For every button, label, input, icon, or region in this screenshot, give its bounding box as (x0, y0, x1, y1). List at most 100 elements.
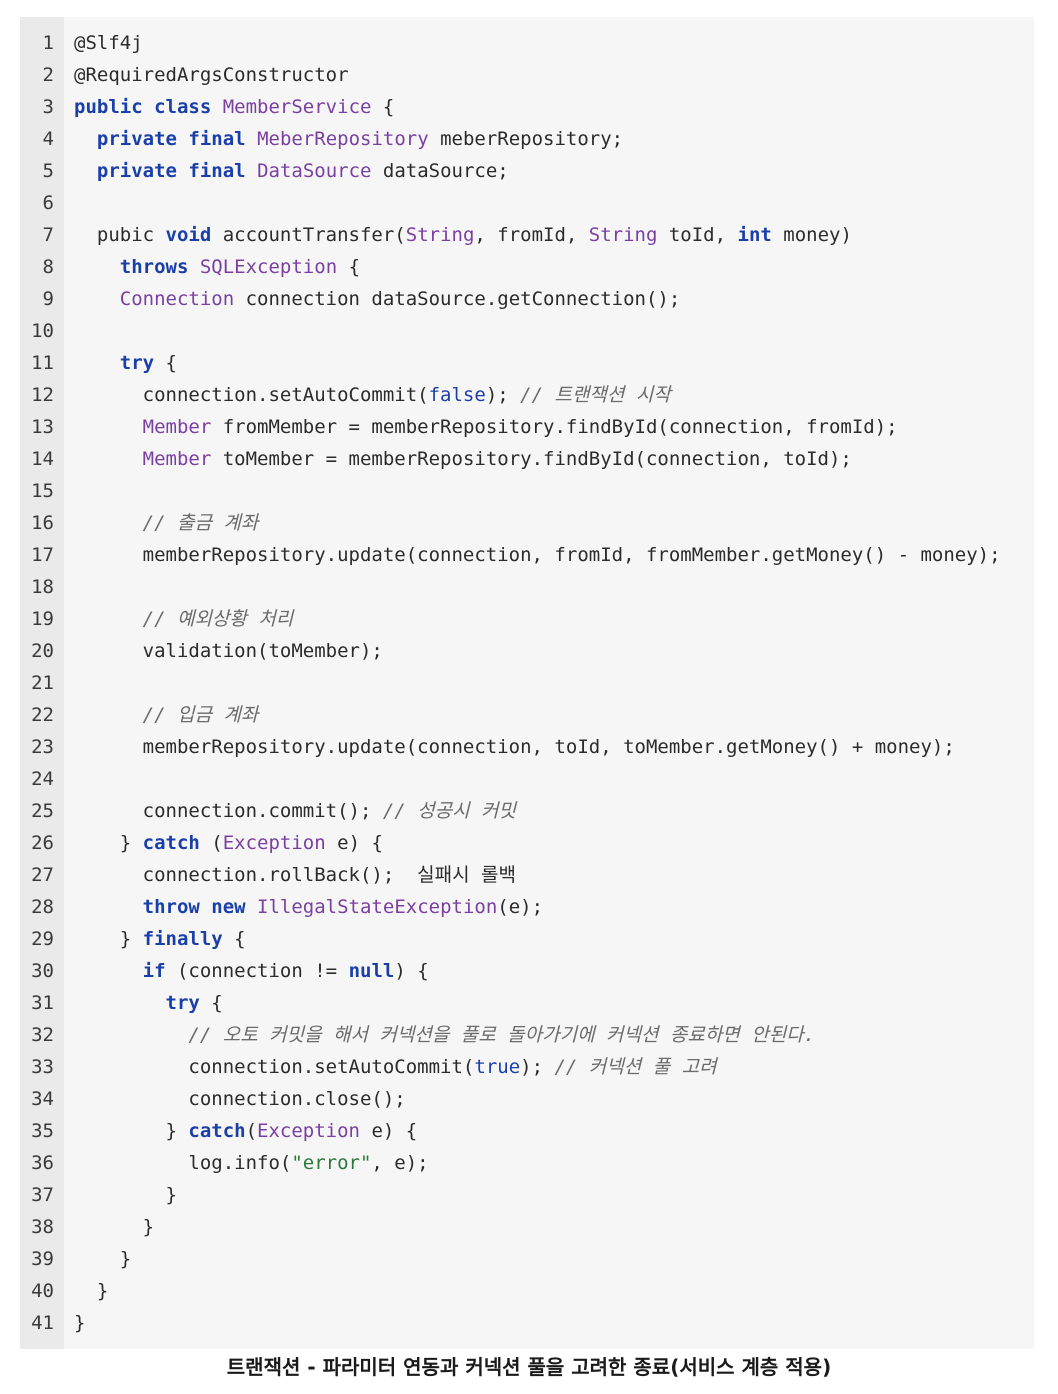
code-token: IllegalStateException (257, 896, 498, 918)
code-token: // 성공시 커밋 (382, 800, 517, 822)
code-token (74, 896, 143, 918)
code-token: , e); (371, 1152, 429, 1174)
code-text: connection.setAutoCommit(false); // 트랜잭션… (74, 379, 671, 411)
code-token: null (348, 960, 395, 982)
code-token (74, 512, 143, 534)
line-number: 18 (31, 576, 54, 598)
code-text: validation(toMember); (74, 635, 383, 667)
code-token: Exception (257, 1120, 360, 1142)
line-number: 17 (31, 544, 54, 566)
line-number: 12 (31, 384, 54, 406)
code-token: MemberService (222, 96, 372, 118)
code-token: void (165, 224, 212, 246)
code-token: connection.setAutoCommit( (74, 1056, 475, 1078)
line-number: 3 (42, 96, 54, 118)
code-token (188, 256, 199, 278)
code-token: catch (142, 832, 200, 854)
code-token: } (74, 1120, 189, 1142)
code-token: String (588, 224, 658, 246)
code-token: throws (119, 256, 189, 278)
code-token (74, 128, 97, 150)
line-number: 2 (42, 64, 54, 86)
line-number: 25 (31, 800, 54, 822)
code-token: pubic (74, 224, 166, 246)
code-token: ); (485, 384, 521, 406)
code-token: private final (96, 128, 246, 150)
code-token: money) (771, 224, 852, 246)
code-text: @RequiredArgsConstructor (74, 59, 349, 91)
code-token: Member (142, 416, 212, 438)
code-token (74, 160, 97, 182)
code-token: log.info( (74, 1152, 292, 1174)
code-text: throw new IllegalStateException(e); (74, 891, 543, 923)
code-token: // 예외상황 처리 (142, 608, 294, 630)
code-token: dataSource; (371, 160, 509, 182)
code-token: true (474, 1056, 521, 1078)
line-number: 37 (31, 1184, 54, 1206)
code-text: @Slf4j (74, 27, 143, 59)
code-token: } (74, 928, 143, 950)
code-text: // 입금 계좌 (74, 699, 259, 731)
code-text: private final DataSource dataSource; (74, 155, 509, 187)
line-number-gutter (20, 17, 64, 1349)
line-number: 32 (31, 1024, 54, 1046)
code-token (74, 416, 143, 438)
code-text: Member toMember = memberRepository.findB… (74, 443, 852, 475)
code-text: // 출금 계좌 (74, 507, 259, 539)
code-token (74, 256, 120, 278)
line-number: 26 (31, 832, 54, 854)
code-token: finally (142, 928, 223, 950)
line-number: 41 (31, 1312, 54, 1334)
code-token: Member (142, 448, 212, 470)
code-token: ( (245, 1120, 258, 1142)
code-token: try (119, 352, 155, 374)
line-number: 27 (31, 864, 54, 886)
code-block: 1 @Slf4j 2 @RequiredArgsConstructor 3 public … (20, 17, 1034, 1349)
code-token: connection.setAutoCommit( (74, 384, 429, 406)
code-text: connection.setAutoCommit(true); // 커넥션 풀… (74, 1051, 717, 1083)
line-number: 1 (42, 32, 54, 54)
line-number: 24 (31, 768, 54, 790)
code-token: false (428, 384, 486, 406)
code-token: validation(toMember); (74, 640, 383, 662)
line-number: 15 (31, 480, 54, 502)
code-token: Connection (119, 288, 235, 310)
code-text: throws SQLException { (74, 251, 360, 283)
code-token: connection.commit(); (74, 800, 383, 822)
code-token: Exception (222, 832, 326, 854)
code-token: throw new (142, 896, 246, 918)
line-number: 33 (31, 1056, 54, 1078)
code-token: // 커넥션 풀 고려 (554, 1056, 717, 1078)
code-token: (connection != (165, 960, 349, 982)
code-text: // 예외상황 처리 (74, 603, 294, 635)
line-number: 8 (42, 256, 54, 278)
code-token: (e); (497, 896, 544, 918)
code-token (246, 128, 257, 150)
code-token: ( (199, 832, 223, 854)
code-text: public class MemberService { (74, 91, 394, 123)
code-token: toId, (657, 224, 738, 246)
line-number: 11 (31, 352, 54, 374)
code-token: // 오토 커밋을 해서 커넥션을 풀로 돌아가기에 커넥션 종료하면 안된다. (188, 1024, 816, 1046)
code-token: private final (96, 160, 246, 182)
code-token: { (371, 96, 395, 118)
code-text: } catch(Exception e) { (74, 1115, 418, 1147)
figure-caption: 트랜잭션 - 파라미터 연동과 커넥션 풀을 고려한 종료(서비스 계층 적용) (226, 1355, 832, 1379)
line-number: 10 (31, 320, 54, 342)
line-number: 14 (31, 448, 54, 470)
code-token: e) { (325, 832, 383, 854)
line-number: 13 (31, 416, 54, 438)
code-text: } (74, 1243, 131, 1275)
code-token: memberRepository.update(connection, toId… (74, 736, 955, 758)
code-text: connection.commit(); // 성공시 커밋 (74, 795, 516, 827)
code-token (74, 448, 143, 470)
line-number: 34 (31, 1088, 54, 1110)
code-token (74, 288, 120, 310)
code-text: } catch (Exception e) { (74, 827, 383, 859)
line-number: 38 (31, 1216, 54, 1238)
code-text: } finally { (74, 923, 246, 955)
line-number: 5 (42, 160, 54, 182)
code-token: "error" (291, 1152, 372, 1174)
code-token: { (222, 928, 246, 950)
code-token: } (74, 832, 143, 854)
